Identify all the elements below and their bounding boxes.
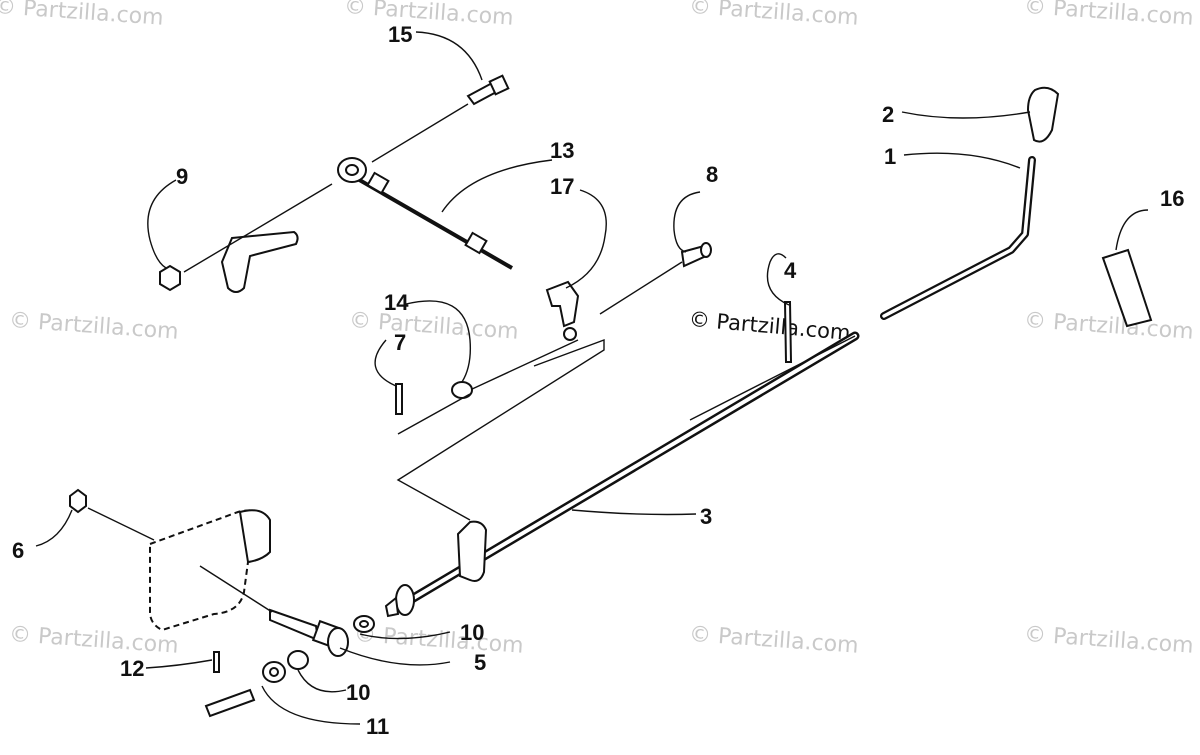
callout-10a: 10	[460, 620, 484, 645]
part-4-pin	[766, 253, 793, 363]
callout-10b: 10	[346, 680, 370, 705]
callout-14: 14	[384, 290, 409, 315]
leader-3	[571, 509, 697, 516]
linkage-assembly	[147, 31, 607, 391]
callout-16: 16	[1160, 186, 1184, 211]
callout-1: 1	[884, 144, 896, 169]
parts-7-14	[374, 300, 605, 521]
callout-3: 3	[700, 504, 712, 529]
part-1-shift-lever	[880, 152, 1036, 320]
part-8-bolt	[599, 191, 712, 315]
callout-17: 17	[550, 174, 574, 199]
bracket-assembly	[35, 488, 451, 725]
callout-2: 2	[882, 102, 894, 127]
part-3-shaft	[384, 331, 860, 618]
callout-12: 12	[120, 656, 144, 681]
callout-5: 5	[474, 650, 486, 675]
callout-8: 8	[706, 162, 718, 187]
callout-15: 15	[388, 22, 412, 47]
callout-6: 6	[12, 538, 24, 563]
part-16-pad	[1101, 209, 1153, 328]
callout-7: 7	[394, 330, 406, 355]
callout-13: 13	[550, 138, 574, 163]
callout-4: 4	[784, 258, 797, 283]
part-2-knob	[901, 86, 1060, 143]
callout-11: 11	[366, 714, 389, 739]
callout-9: 9	[176, 164, 188, 189]
